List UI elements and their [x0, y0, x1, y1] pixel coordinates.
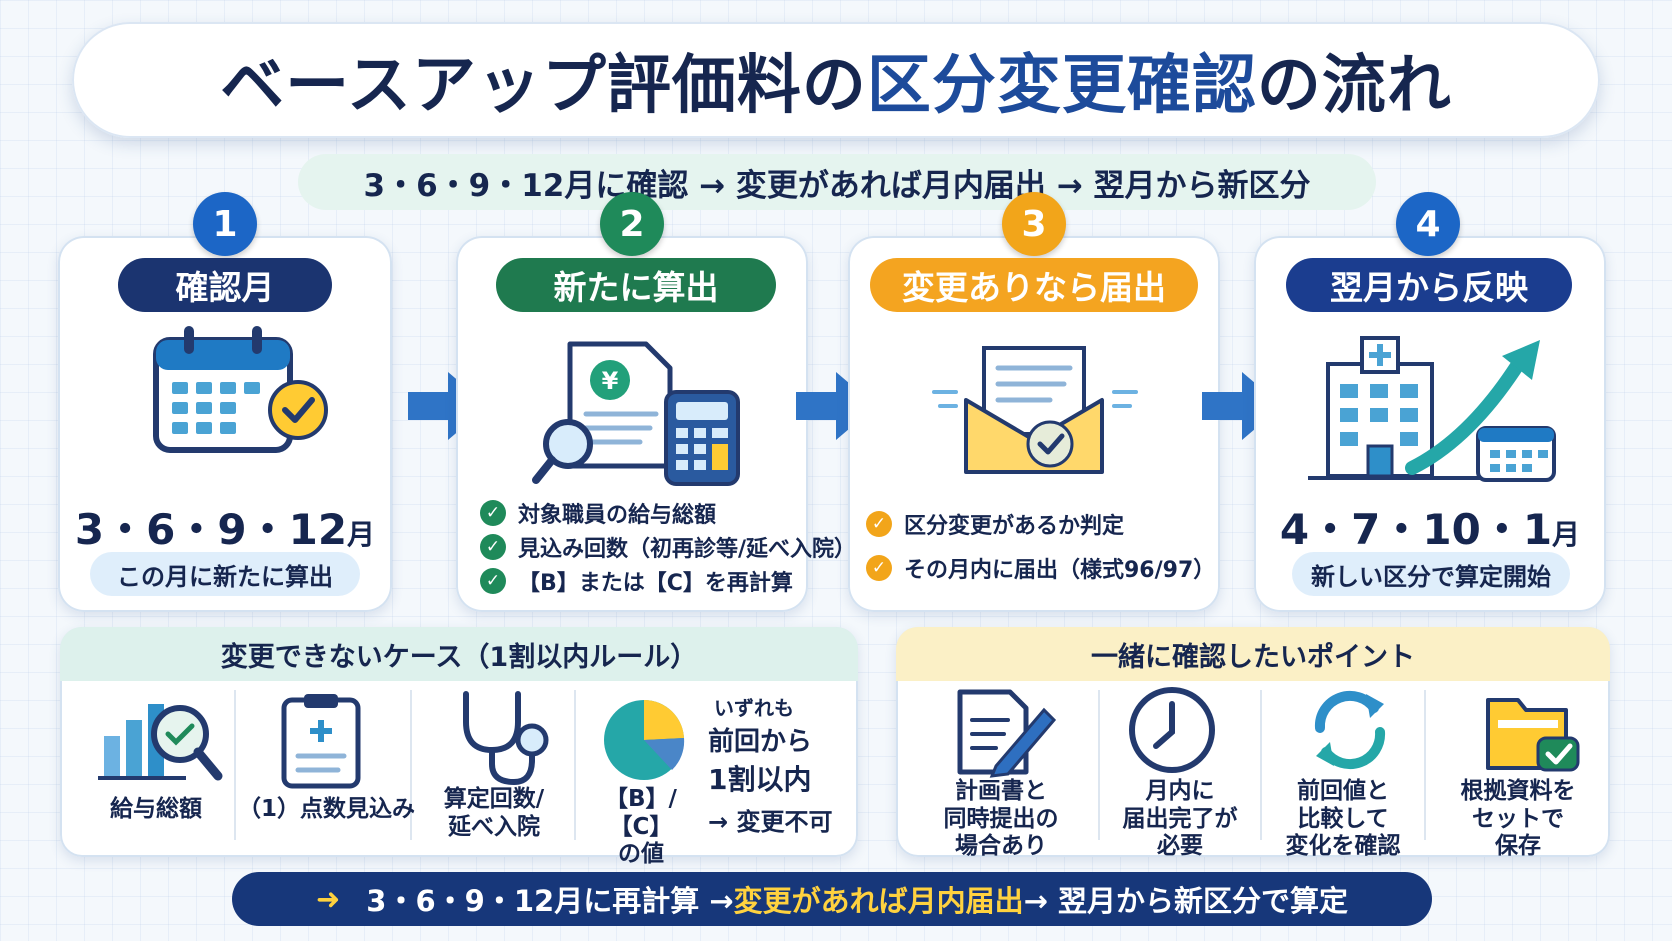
no-change-heading: 変更できないケース（1割以内ルール）: [60, 627, 858, 681]
step-label-3: 変更ありなら届出: [870, 258, 1198, 312]
divider: [1424, 690, 1426, 840]
step-1-months-value: 3・6・9・12: [74, 505, 348, 554]
check-icon: ✓: [866, 555, 892, 581]
rule-line-3: 1割以内: [708, 763, 812, 796]
summary-bar: ➜ 3・6・9・12月に再計算 → 変更があれば月内届出 → 翌月から新区分で算定: [232, 872, 1432, 926]
case-salary-label: 給与総額: [110, 796, 202, 822]
step-number-1: 1: [193, 192, 257, 256]
clock-icon: [1129, 687, 1215, 773]
point-deadline-label: 月内に 届出完了が 必要: [1122, 778, 1238, 860]
document-pen-icon: [957, 689, 1056, 778]
step-number-3: 3: [1002, 192, 1066, 256]
step-number-2: 2: [600, 192, 664, 256]
step-2-checklist: ✓ 対象職員の給与総額 ✓ 見込み回数（初再診等/延べ入院） ✓ 【B】または【C】を…: [480, 496, 856, 598]
step-4-months-value: 4・7・10・1: [1279, 505, 1553, 554]
calendar-check-icon: [153, 326, 328, 453]
arrow-lead-icon: ➜: [315, 882, 341, 916]
step-4-months-unit: 月: [1552, 518, 1581, 551]
title-part-1: ベースアップ評価料の: [220, 49, 867, 123]
divider: [234, 690, 236, 840]
step-number-4: 4: [1396, 192, 1460, 256]
point-evidence-label: 根拠資料を セットで 保存: [1460, 778, 1576, 860]
point-plan-label: 計画書と 同時提出の 場合あり: [943, 778, 1059, 860]
hospital-growth-icon: [1308, 336, 1556, 482]
step-label-1: 確認月: [118, 258, 332, 312]
divider: [1260, 690, 1262, 840]
check-icon: ✓: [480, 500, 506, 526]
checklist-item-label: 【B】または【C】を再計算: [518, 571, 793, 596]
check-icon: ✓: [866, 511, 892, 537]
step-1-note: この月に新たに算出: [90, 552, 360, 596]
case-count-label: 算定回数/ 延べ入院: [443, 786, 545, 840]
rule-line-4: → 変更不可: [708, 808, 833, 836]
check-points-heading: 一緒に確認したいポイント: [896, 627, 1610, 681]
check-icon: ✓: [480, 568, 506, 594]
title-part-3: の流れ: [1256, 49, 1452, 123]
summary-part-3: → 翌月から新区分で算定: [1023, 884, 1349, 918]
envelope-check-icon: [932, 346, 1138, 474]
salary-chart-search-icon: [98, 704, 223, 781]
case-bc-value-label: 【B】/【C】 の値: [605, 786, 677, 868]
checklist-item-label: 区分変更があるか判定: [904, 514, 1125, 539]
step-label-2: 新たに算出: [496, 258, 776, 312]
refresh-compare-icon: [1314, 690, 1386, 770]
folder-check-icon: [1486, 698, 1580, 772]
pie-chart-icon: [604, 699, 685, 780]
step-4-months: 4・7・10・1月: [1254, 496, 1606, 557]
step-label-4: 翌月から反映: [1286, 258, 1572, 312]
no-change-cases-panel: 変更できないケース（1割以内ルール）: [60, 627, 858, 857]
checklist-item: ✓ 見込み回数（初再診等/延べ入院）: [480, 530, 856, 564]
checklist-item-label: 対象職員の給与総額: [518, 503, 717, 528]
step-3-checklist: ✓ 区分変更があるか判定 ✓ その月内に届出（様式96/97）: [866, 502, 1215, 590]
case-points-label: （1）点数見込み: [238, 796, 416, 822]
title-part-2: 区分変更確認: [866, 49, 1257, 123]
rule-line-1: いずれも: [714, 696, 794, 720]
ten-percent-rule: いずれも 前回から 1割以内 → 変更不可: [708, 692, 848, 837]
page-title: ベースアップ評価料の区分変更確認の流れ: [72, 22, 1600, 138]
checklist-item: ✓ その月内に届出（様式96/97）: [866, 546, 1215, 590]
checklist-item: ✓ 区分変更があるか判定: [866, 502, 1210, 546]
checklist-item-label: 見込み回数（初再診等/延べ入院）: [518, 537, 857, 562]
rule-line-2: 前回から: [708, 727, 813, 757]
step-1-months: 3・6・9・12月: [58, 496, 392, 557]
step-4-note: 新しい区分で算定開始: [1292, 552, 1570, 596]
clipboard-medical-icon: [281, 694, 361, 789]
check-icon: ✓: [480, 534, 506, 560]
flow-summary: 3・6・9・12月に確認 → 変更があれば月内届出 → 翌月から新区分: [298, 154, 1376, 210]
divider: [1098, 690, 1100, 840]
divider: [574, 690, 576, 840]
checklist-item: ✓ 【B】または【C】を再計算: [480, 564, 800, 598]
checklist-item: ✓ 対象職員の給与総額: [480, 496, 800, 530]
stethoscope-icon: [463, 691, 549, 786]
divider: [410, 690, 412, 840]
summary-part-1: 3・6・9・12月に再計算 →: [366, 884, 734, 918]
svg-text:¥: ¥: [602, 367, 619, 395]
calculation-document-icon: ¥: [532, 341, 740, 486]
point-compare-label: 前回値と 比較して 変化を確認: [1285, 778, 1401, 860]
step-1-months-unit: 月: [347, 518, 376, 551]
summary-part-2: 変更があれば月内届出: [733, 884, 1024, 918]
checklist-item-label: その月内に届出（様式96/97）: [904, 558, 1216, 583]
